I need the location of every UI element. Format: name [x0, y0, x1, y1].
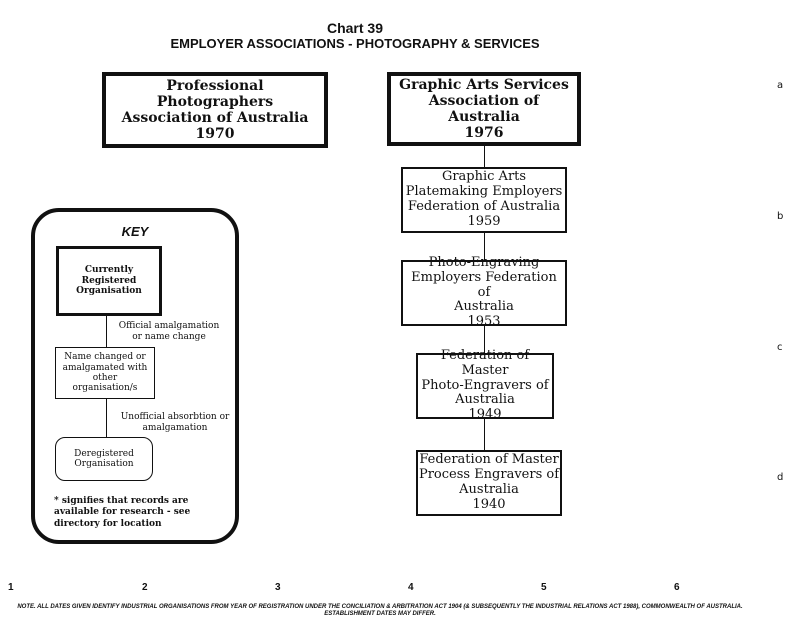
- key-unofficial-label: Unofficial absorbtion or amalgamation: [120, 412, 230, 434]
- connector-line: [484, 419, 485, 450]
- org-graphic-arts-services: Graphic Arts Services Association of Aus…: [387, 72, 581, 146]
- org-label: Professional Photographers Association o…: [121, 77, 309, 143]
- org-label: Federation of Master Process Engravers o…: [418, 452, 560, 512]
- col-label-3: 3: [275, 582, 281, 593]
- key-official-label: Official amalgamation or name change: [118, 321, 220, 343]
- connector-line: [484, 326, 485, 353]
- row-label-b: b: [777, 211, 784, 222]
- chart-subtitle: EMPLOYER ASSOCIATIONS - PHOTOGRAPHY & SE…: [170, 36, 540, 51]
- col-label-4: 4: [408, 582, 414, 593]
- key-name-changed-box: Name changed or amalgamated with other o…: [55, 347, 155, 399]
- connector-line: [484, 146, 485, 167]
- footnote: NOTE. ALL DATES GIVEN IDENTIFY INDUSTRIA…: [17, 604, 743, 618]
- key-title: KEY: [121, 224, 149, 239]
- key-deregistered-label: Deregistered Organisation: [74, 448, 134, 469]
- key-name-changed-label: Name changed or amalgamated with other o…: [62, 352, 148, 394]
- org-label: Graphic Arts Services Association of Aus…: [399, 76, 569, 142]
- connector-line: [484, 233, 485, 260]
- row-label-a: a: [777, 80, 784, 91]
- key-registered-box: Currently Registered Organisation: [56, 246, 162, 316]
- org-federation-master-process-engravers: Federation of Master Process Engravers o…: [416, 450, 562, 516]
- col-label-6: 6: [674, 582, 680, 593]
- key-connector-line: [106, 316, 107, 347]
- row-label-c: c: [777, 342, 783, 353]
- key-registered-label: Currently Registered Organisation: [76, 265, 142, 297]
- org-graphic-arts-platemaking: Graphic Arts Platemaking Employers Feder…: [401, 167, 567, 233]
- org-federation-master-photo-engravers: Federation of Master Photo-Engravers of …: [416, 348, 554, 422]
- chart-title: Chart 39: [326, 20, 384, 36]
- key-deregistered-box: Deregistered Organisation: [55, 437, 153, 481]
- row-label-d: d: [777, 472, 784, 483]
- col-label-1: 1: [8, 582, 14, 593]
- org-label: Federation of Master Photo-Engravers of …: [421, 347, 549, 423]
- col-label-2: 2: [142, 582, 148, 593]
- key-connector-line: [106, 399, 107, 437]
- col-label-5: 5: [541, 582, 547, 593]
- key-note: * signifies that records are available f…: [54, 496, 191, 529]
- key-panel: [31, 208, 239, 544]
- org-photo-engraving-employers: Photo-Engraving Employers Federation of …: [401, 255, 567, 329]
- org-label: Photo-Engraving Employers Federation of …: [411, 254, 557, 330]
- org-professional-photographers: Professional Photographers Association o…: [102, 72, 328, 148]
- org-label: Graphic Arts Platemaking Employers Feder…: [405, 169, 563, 229]
